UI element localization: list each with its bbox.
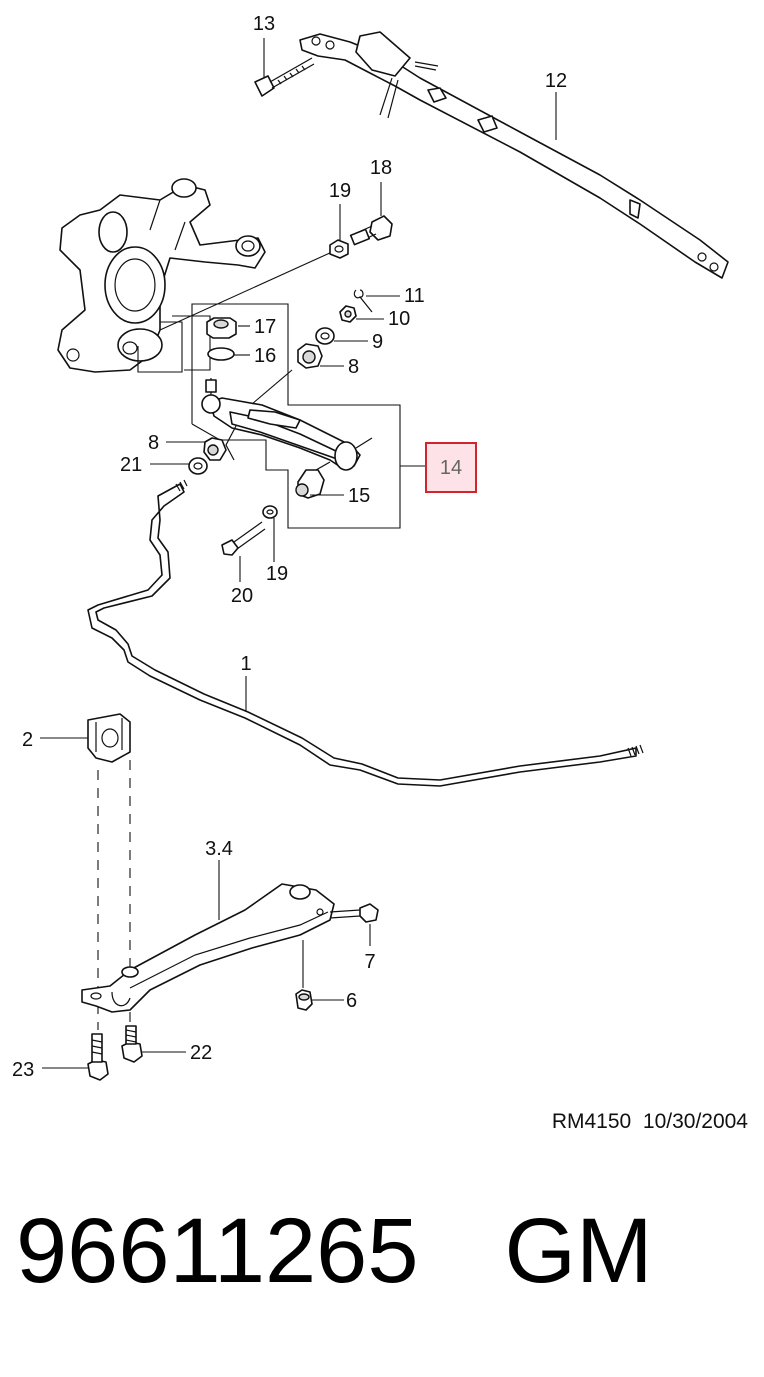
leader-lines <box>40 38 557 1069</box>
callout-19: 19 <box>329 180 351 202</box>
knuckle-connectors <box>137 251 333 373</box>
part-7-bolt <box>329 903 379 923</box>
part-22-bolt <box>121 1025 143 1063</box>
part-2-rubber-bushing <box>87 713 131 763</box>
callout-19-lower: 19 <box>266 563 288 585</box>
callout-14-highlight[interactable] <box>425 442 477 493</box>
callout-23: 23 <box>12 1059 34 1081</box>
callout-8-upper: 8 <box>348 356 359 378</box>
part-14-lower-control-arm <box>201 378 373 471</box>
callout-17: 17 <box>254 316 276 338</box>
part-21-washer <box>188 457 208 475</box>
part-19-washer-lower <box>262 505 278 519</box>
callout-8-lower: 8 <box>148 432 159 454</box>
callout-12: 12 <box>545 70 567 92</box>
part-11-cotter-pin <box>353 289 373 313</box>
part-9-washer <box>315 327 335 345</box>
part-19-washer-upper <box>329 239 349 259</box>
callout-6: 6 <box>346 990 357 1012</box>
drawing-reference: RM4150 10/30/2004 <box>551 1110 748 1133</box>
brand: GM <box>504 1200 653 1302</box>
callout-9: 9 <box>372 331 383 353</box>
callout-18: 18 <box>370 157 392 179</box>
exploded-parts-diagram: 13 12 19 18 11 10 9 8 17 16 14 8 21 15 1… <box>12 13 729 1081</box>
callout-2: 2 <box>22 729 33 751</box>
part-3-4-bracket <box>81 883 335 1013</box>
callout-11: 11 <box>404 285 425 307</box>
part-8-bushing-upper <box>297 343 323 369</box>
callout-10: 10 <box>388 308 410 330</box>
callout-1: 1 <box>240 653 251 675</box>
callout-22: 22 <box>190 1042 212 1064</box>
part-12-bracket-bar <box>299 31 729 279</box>
callout-labels: 13 12 19 18 11 10 9 8 17 16 14 8 21 15 1… <box>12 13 567 1081</box>
part-20-bolt <box>221 521 266 556</box>
part-18-bolt <box>349 215 393 246</box>
assembly-outline-14 <box>191 303 401 529</box>
callout-3-4: 3.4 <box>205 838 233 860</box>
part-number: 96611265 <box>16 1200 419 1302</box>
callout-13: 13 <box>253 13 275 35</box>
callout-21: 21 <box>120 454 142 476</box>
steering-knuckle <box>57 178 266 373</box>
part-23-bolt <box>87 1033 109 1081</box>
part-6-nut <box>295 989 313 1011</box>
part-1-stabilizer-bar <box>87 479 644 787</box>
callout-16: 16 <box>254 345 276 367</box>
callout-15: 15 <box>348 485 370 507</box>
part-17-bushing <box>206 317 237 339</box>
part-8-bushing-lower <box>203 437 227 461</box>
part-10-nut <box>339 305 357 323</box>
part-15-bushing <box>295 461 331 499</box>
callout-20: 20 <box>231 585 253 607</box>
part-16-o-ring <box>207 347 235 361</box>
axis-line-upper <box>251 369 293 405</box>
callout-7: 7 <box>364 951 375 973</box>
callout-14[interactable]: 14 <box>440 457 462 479</box>
